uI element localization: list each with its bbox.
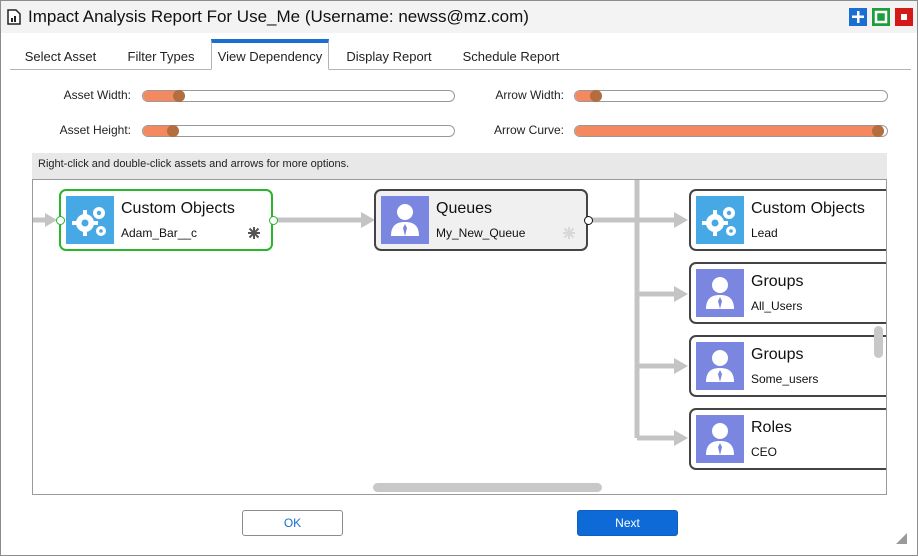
arrow-curve-slider[interactable] [574, 125, 888, 137]
plus-icon [852, 11, 864, 23]
node-subtitle: Adam_Bar__c [121, 226, 198, 240]
dependency-canvas[interactable]: Custom Objects Adam_Bar__c Queues My_New… [32, 179, 887, 495]
node-title: Groups [751, 346, 804, 363]
square-icon [874, 10, 888, 24]
maximize-button[interactable] [849, 8, 867, 26]
input-port[interactable] [56, 216, 65, 225]
node-custom-objects-lead[interactable]: Custom Objects Lead [689, 189, 886, 251]
tab-display-report[interactable]: Display Report [346, 49, 432, 64]
node-subtitle: Some_users [751, 372, 819, 386]
node-subtitle: CEO [751, 445, 778, 459]
asset-width-slider[interactable] [142, 90, 455, 102]
report-icon [7, 9, 21, 25]
person-icon [696, 342, 744, 390]
person-icon [696, 269, 744, 317]
tab-bar: Select Asset Filter Types View Dependenc… [10, 39, 911, 70]
asset-height-label: Asset Height: [59, 123, 131, 137]
connector-layer [33, 180, 688, 446]
asterisk-icon[interactable] [247, 226, 261, 240]
node-title: Custom Objects [121, 200, 235, 217]
node-subtitle: Lead [751, 226, 778, 240]
slider-handle[interactable] [590, 90, 602, 102]
restore-button[interactable] [872, 8, 890, 26]
node-groups-some-users[interactable]: Groups Some_users [689, 335, 886, 397]
slider-handle[interactable] [173, 90, 185, 102]
node-roles-ceo[interactable]: Roles CEO [689, 408, 886, 470]
tab-view-dependency[interactable]: View Dependency [211, 39, 329, 70]
close-button[interactable] [895, 8, 913, 26]
arrowhead [674, 212, 688, 228]
node-title: Custom Objects [751, 200, 865, 217]
tab-select-asset[interactable]: Select Asset [24, 49, 97, 64]
arrowhead [674, 358, 688, 374]
output-port[interactable] [269, 216, 278, 225]
person-icon [381, 196, 429, 244]
arrow-width-slider[interactable] [574, 90, 888, 102]
output-port[interactable] [584, 216, 593, 225]
title-bar[interactable]: Impact Analysis Report For Use_Me (Usern… [1, 1, 917, 33]
hint-bar: Right-click and double-click assets and … [32, 153, 887, 179]
node-title: Roles [751, 419, 792, 436]
gear-icon [66, 196, 114, 244]
asset-height-slider[interactable] [142, 125, 455, 137]
slider-handle[interactable] [872, 125, 884, 137]
next-button[interactable]: Next [577, 510, 678, 536]
slider-fill [575, 91, 602, 101]
vertical-scrollbar[interactable] [874, 326, 883, 358]
stop-icon [901, 14, 907, 20]
arrowhead [45, 213, 57, 227]
asterisk-icon[interactable] [562, 226, 576, 240]
node-subtitle: All_Users [751, 299, 803, 313]
slider-fill [143, 91, 185, 101]
arrowhead [674, 430, 688, 446]
horizontal-scrollbar[interactable] [373, 483, 602, 492]
node-queues-my-new-queue[interactable]: Queues My_New_Queue [374, 189, 588, 251]
window-title: Impact Analysis Report For Use_Me (Usern… [28, 7, 529, 26]
slider-handle[interactable] [167, 125, 179, 137]
node-title: Queues [436, 200, 493, 217]
slider-fill [143, 126, 179, 136]
person-icon [696, 415, 744, 463]
node-title: Groups [751, 273, 804, 290]
node-subtitle: My_New_Queue [436, 226, 526, 240]
node-groups-all-users[interactable]: Groups All_Users [689, 262, 886, 324]
asset-width-label: Asset Width: [63, 88, 131, 102]
arrowhead [361, 212, 375, 228]
slider-fill [575, 126, 884, 136]
tab-schedule-report[interactable]: Schedule Report [462, 49, 560, 64]
gear-icon [696, 196, 744, 244]
node-custom-objects-adam-bar[interactable]: Custom Objects Adam_Bar__c [59, 189, 273, 251]
resize-grip-icon[interactable] [894, 531, 908, 545]
arrowhead [674, 286, 688, 302]
hint-text: Right-click and double-click assets and … [38, 158, 350, 170]
tab-filter-types[interactable]: Filter Types [127, 49, 195, 64]
ok-button[interactable]: OK [242, 510, 343, 536]
arrow-width-label: Arrow Width: [495, 88, 564, 102]
arrow-curve-label: Arrow Curve: [493, 123, 564, 137]
